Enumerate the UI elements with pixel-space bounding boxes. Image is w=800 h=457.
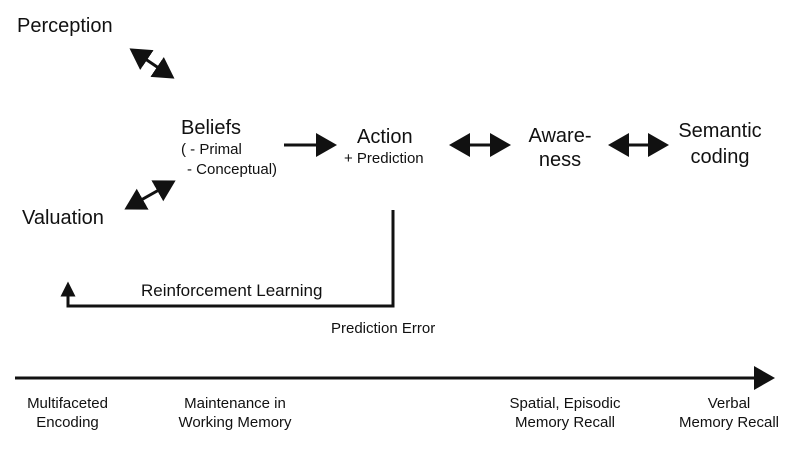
- perception-beliefs-arrow: [129, 48, 175, 79]
- timeline-item-line1: Verbal: [707, 395, 751, 412]
- beliefs-conceptual: - Conceptual): [187, 161, 278, 178]
- timeline-item-verbal-recall: Verbal Memory Recall: [664, 395, 794, 433]
- timeline-item-episodic-recall: Spatial, Episodic Memory Recall: [490, 395, 640, 433]
- action-title: Action: [357, 126, 413, 148]
- perception-label: Perception: [17, 15, 113, 37]
- action-prediction: + Prediction: [344, 150, 424, 167]
- semantic-line1: Semantic: [678, 120, 762, 142]
- awareness-line2: ness: [538, 149, 582, 171]
- prediction-error-loop: [60, 210, 395, 308]
- valuation-label: Valuation: [22, 207, 104, 229]
- timeline-item-line1: Maintenance in: [184, 395, 286, 412]
- timeline-item-line2: Encoding: [36, 413, 99, 431]
- semantic-line2: coding: [690, 146, 750, 168]
- reinforcement-learning-label: Reinforcement Learning: [141, 281, 323, 300]
- valuation-beliefs-arrow: [124, 180, 176, 210]
- timeline-item-line2: Working Memory: [178, 413, 292, 431]
- timeline-item-working-memory: Maintenance in Working Memory: [160, 395, 310, 433]
- beliefs-primal: ( - Primal: [181, 141, 242, 158]
- awareness-line1: Aware-: [528, 125, 592, 147]
- timeline-item-line1: Spatial, Episodic: [509, 395, 621, 412]
- timeline-item-line1: Multifaceted: [27, 395, 108, 412]
- beliefs-title: Beliefs: [181, 117, 242, 139]
- timeline-item-line2: Memory Recall: [514, 413, 616, 431]
- timeline-item-line2: Memory Recall: [678, 413, 780, 431]
- timeline-item-encoding: Multifaceted Encoding: [10, 395, 125, 433]
- prediction-error-label: Prediction Error: [331, 320, 436, 337]
